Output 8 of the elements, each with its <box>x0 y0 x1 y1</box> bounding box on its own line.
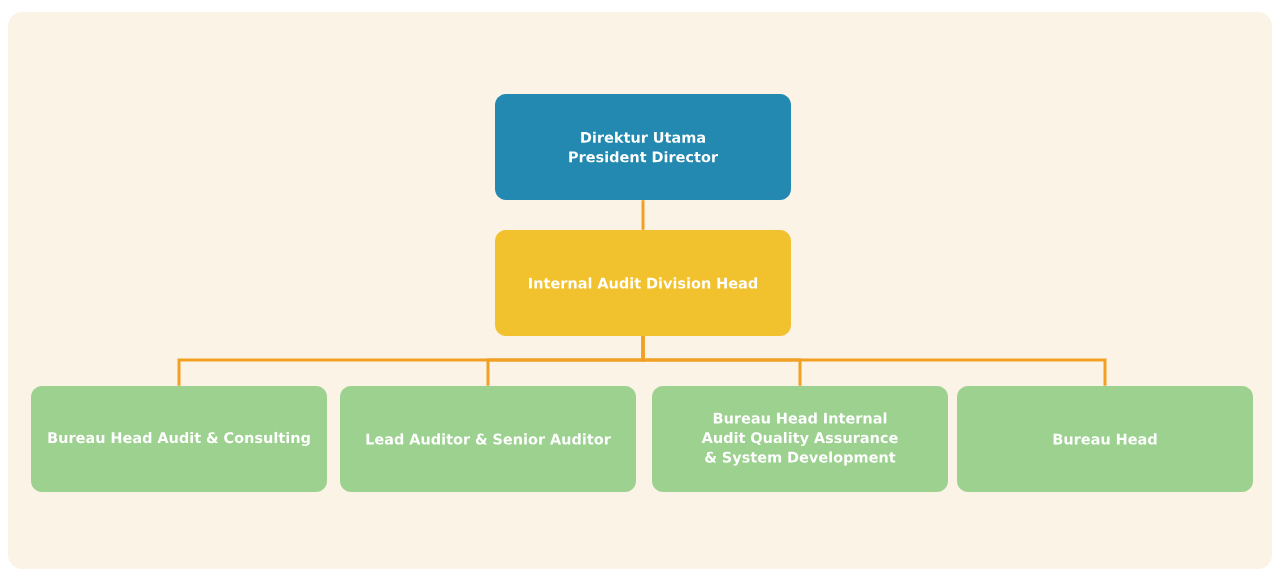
bureau-box: Bureau Head <box>957 386 1253 492</box>
division-head-box: Internal Audit Division Head <box>495 230 791 336</box>
connector-line <box>641 200 645 230</box>
connector-line <box>641 336 1107 386</box>
director-box: Direktur Utama President Director <box>495 94 791 200</box>
bureau-box: Lead Auditor & Senior Auditor <box>340 386 636 492</box>
bureau-box: Bureau Head Audit & Consulting <box>31 386 327 492</box>
bureau-box: Bureau Head Internal Audit Quality Assurance & System Development <box>652 386 948 492</box>
